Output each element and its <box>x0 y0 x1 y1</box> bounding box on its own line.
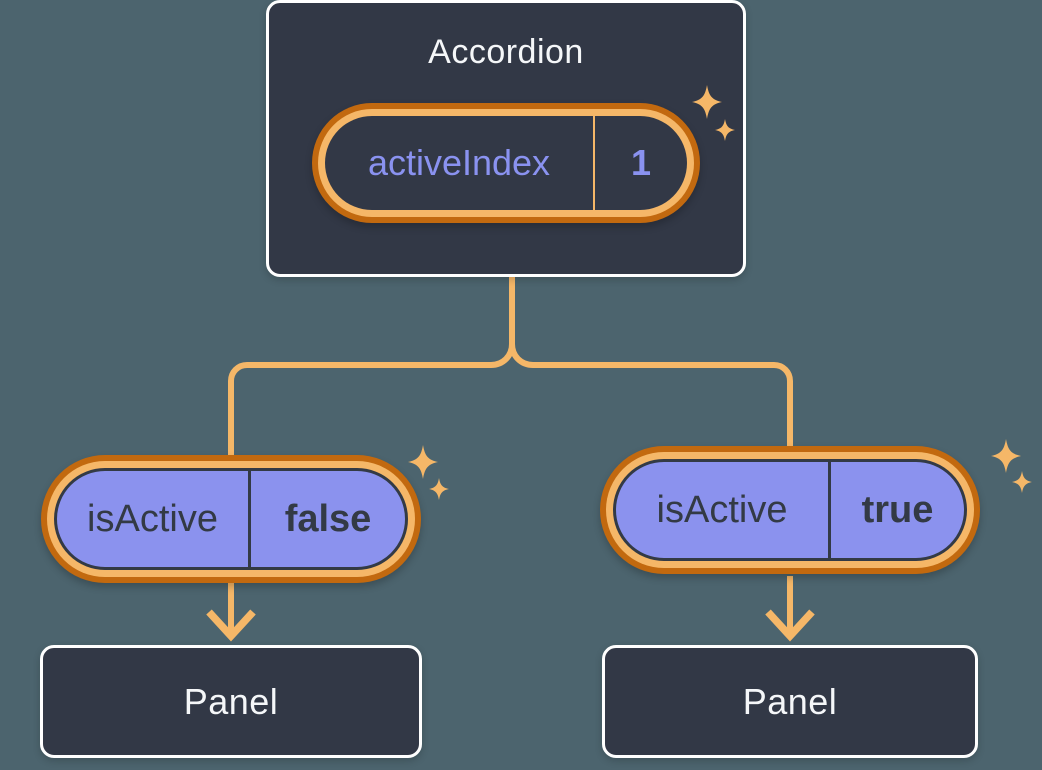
pill-divider <box>593 116 595 210</box>
sparkle-icon <box>408 445 449 500</box>
arrow-head-left-icon <box>206 609 256 642</box>
prop-name-left: isActive <box>87 497 218 540</box>
prop-pill-left: isActive false <box>41 455 421 583</box>
pill-divider <box>248 471 251 567</box>
prop-value-right: true <box>861 488 934 531</box>
component-title: Accordion <box>428 33 584 71</box>
panel-title-left: Panel <box>183 680 279 722</box>
state-pill-body: activeIndex 1 <box>325 116 687 210</box>
branch-line-right <box>509 274 793 458</box>
state-name: activeIndex <box>367 142 551 183</box>
sparkle-icon <box>991 439 1032 493</box>
prop-pill-left-body: isActive false <box>54 468 408 570</box>
branch-line-left <box>228 274 515 470</box>
state-pill: activeIndex 1 <box>312 103 700 223</box>
panel-component-box-left: Panel <box>40 645 422 758</box>
prop-pill-right-body: isActive true <box>613 459 967 561</box>
prop-value-left: false <box>284 497 372 540</box>
prop-pill-left-ring: isActive false <box>47 461 415 577</box>
pill-divider <box>828 462 831 558</box>
state-pill-ring: activeIndex 1 <box>318 109 694 217</box>
arrow-head-right-icon <box>765 609 815 642</box>
prop-name-right: isActive <box>656 488 788 531</box>
prop-pill-right: isActive true <box>600 446 980 574</box>
state-value: 1 <box>630 142 652 183</box>
panel-component-box-right: Panel <box>602 645 978 758</box>
sparkle-icon <box>692 85 735 141</box>
prop-pill-right-ring: isActive true <box>606 452 974 568</box>
panel-title-right: Panel <box>742 680 838 722</box>
